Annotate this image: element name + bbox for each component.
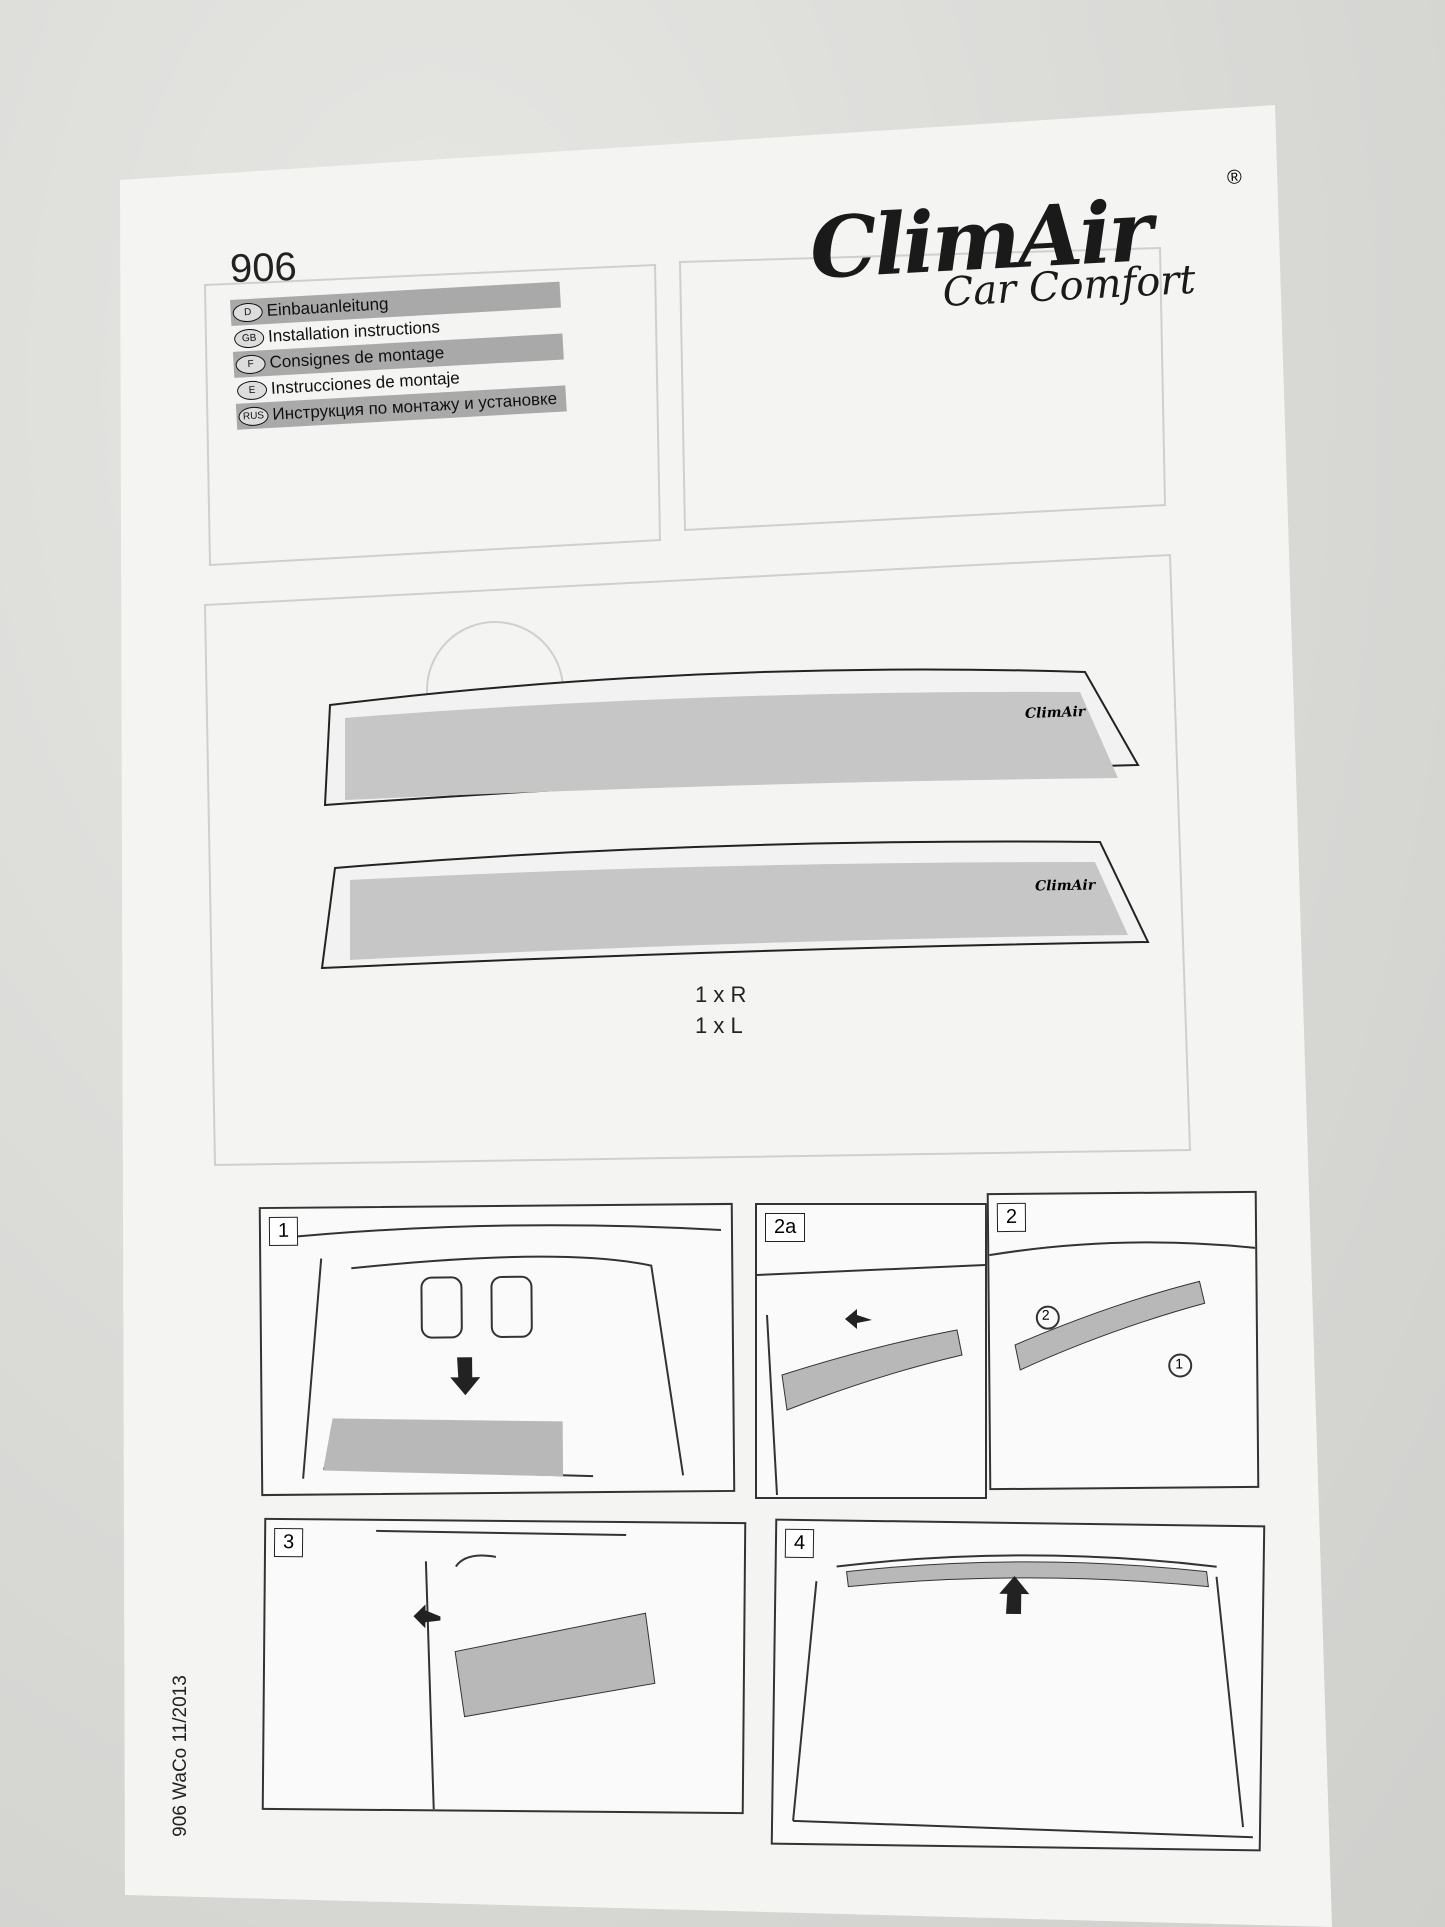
country-badge: GB xyxy=(233,327,265,349)
quantity-left: 1 x L xyxy=(695,1013,743,1038)
step-2a-illustration xyxy=(757,1264,985,1496)
step-panel-3: 3 xyxy=(261,1517,747,1815)
quantity-right: 1 x R xyxy=(695,982,747,1007)
country-badge: F xyxy=(235,353,267,375)
step-label: 2 xyxy=(996,1202,1027,1233)
step-3-illustration xyxy=(376,1529,656,1810)
step-panel-2a: 2a xyxy=(755,1203,987,1499)
visor-logo-left: ClimAir xyxy=(1034,877,1096,895)
step-panel-1: 1 xyxy=(258,1202,736,1497)
step-1-illustration xyxy=(270,1224,722,1479)
step-panel-2: 2 2 1 xyxy=(986,1190,1260,1491)
model-number: 906 xyxy=(229,244,298,292)
marker-1: 1 xyxy=(1175,1355,1184,1372)
step-label: 4 xyxy=(784,1528,815,1559)
step-label: 2a xyxy=(765,1213,806,1242)
step-label: 3 xyxy=(273,1527,304,1558)
brand-logo: ClimAir Car Comfort ® xyxy=(808,166,1243,316)
country-badge: D xyxy=(232,301,264,323)
language-label: Einbauanleitung xyxy=(266,294,389,320)
step-label: 1 xyxy=(268,1216,299,1246)
step-panel-4: 4 xyxy=(770,1518,1266,1852)
registered-mark: ® xyxy=(1226,166,1243,189)
visor-left xyxy=(320,840,1150,970)
step-4-illustration xyxy=(792,1554,1253,1839)
marker-2: 2 xyxy=(1041,1306,1050,1323)
visor-logo-right: ClimAir xyxy=(1024,703,1086,723)
country-badge: RUS xyxy=(237,405,270,427)
country-badge: E xyxy=(236,379,268,401)
step-2-illustration xyxy=(989,1241,1256,1378)
footer-code: 906 WaCo 11/2013 xyxy=(169,1675,191,1837)
visor-right xyxy=(323,668,1140,807)
